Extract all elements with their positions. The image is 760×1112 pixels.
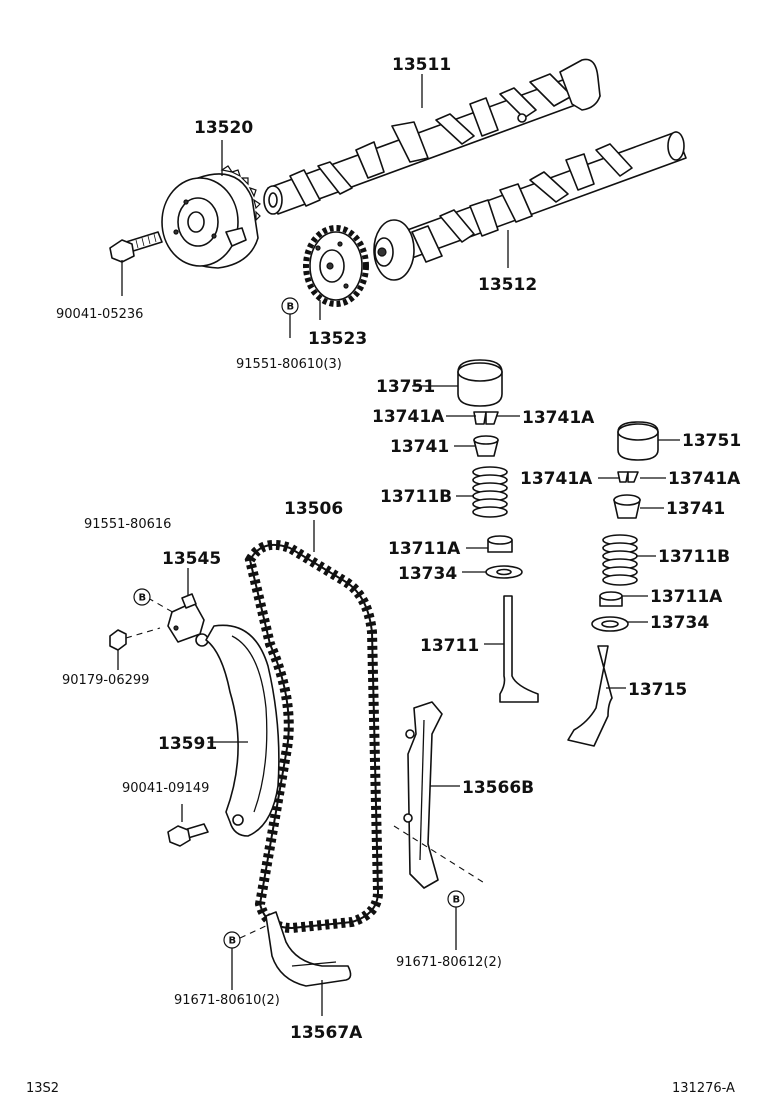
label-13711B-a: 13711B [380,487,452,507]
label-91551-80610: 91551-80610(3) [236,357,342,372]
label-13711A-a: 13711A [388,539,461,559]
label-90179-06299: 90179-06299 [62,673,149,688]
chain-guide-13591 [205,624,280,837]
label-13523: 13523 [308,329,367,349]
label-13741-b: 13741 [666,499,725,519]
label-13734-a: 13734 [398,564,457,584]
label-13566B: 13566B [462,778,534,798]
bolt-90041-09149 [167,804,209,847]
footer-right-code: 131276-A [672,1081,735,1096]
label-90041-09149: 90041-09149 [122,781,209,796]
label-13512: 13512 [478,275,537,295]
bolt-90041-05236 [109,231,163,296]
label-13741A-b1: 13741A [520,469,593,489]
label-13734-b: 13734 [650,613,709,633]
label-91551-80616: 91551-80616 [84,517,171,532]
marker-b-upper: B [281,297,299,315]
svg-text:B: B [229,936,237,947]
vvt-gear-13520 [161,165,261,269]
label-13741A-b2: 13741A [668,469,741,489]
footer-left-code: 13S2 [26,1081,59,1096]
label-13711B-b: 13711B [658,547,730,567]
chain-tensioner-13545 [109,568,209,670]
label-13567A: 13567A [290,1023,363,1043]
chain-damper-13567A [231,911,352,1016]
label-91671-80612: 91671-80612(2) [396,955,502,970]
label-91671-80610: 91671-80610(2) [174,993,280,1008]
label-13741A-a1: 13741A [372,407,445,427]
svg-text:B: B [287,302,295,313]
label-13751-a: 13751 [376,377,435,397]
label-13511: 13511 [392,55,451,75]
label-13520: 13520 [194,118,253,138]
label-13741A-a2: 13741A [522,408,595,428]
camshaft-13512 [373,131,687,281]
svg-text:B: B [139,593,147,604]
camshaft-13511 [263,58,601,215]
timing-chain-13506 [244,520,384,934]
marker-b-tensioner: B [133,588,151,606]
label-90041-05236: 90041-05236 [56,307,143,322]
label-13711: 13711 [420,636,479,656]
leader-lines [412,74,680,689]
marker-b-damper: B [223,931,241,949]
label-13591: 13591 [158,734,217,754]
marker-b-guide: B [447,890,465,908]
valve-train-exhaust [567,421,659,747]
chain-guide-13566B [393,701,487,950]
label-13545: 13545 [162,549,221,569]
sprocket-13523 [303,225,369,307]
label-13711A-b: 13711A [650,587,723,607]
label-13741-a: 13741 [390,437,449,457]
svg-text:B: B [453,895,461,906]
label-13751-b: 13751 [682,431,741,451]
label-13506: 13506 [284,499,343,519]
label-13715: 13715 [628,680,687,700]
